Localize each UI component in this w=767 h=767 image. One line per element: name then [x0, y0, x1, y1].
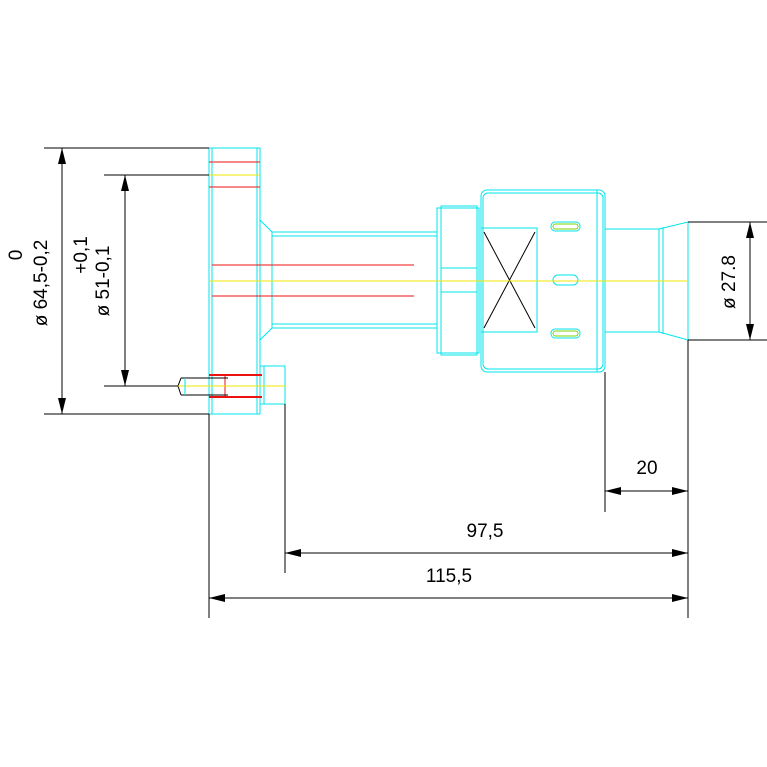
bolt-hole [176, 374, 286, 398]
dim-64-upper-tol: 0 [6, 250, 27, 261]
stem [212, 231, 438, 329]
dimension-dia-27 [688, 221, 767, 341]
dim-51-label: ø 51-0,1 [93, 246, 114, 317]
dimension-dia-64 [44, 147, 209, 415]
dimension-dia-51 [104, 174, 209, 387]
dim-27-label: ø 27.8 [719, 255, 740, 309]
dimension-len-97 [285, 549, 688, 557]
dim-20-label: 20 [636, 458, 657, 479]
dim-51-upper-tol: +0,1 [71, 236, 92, 274]
flange [208, 147, 286, 415]
dim-64-label: ø 64,5-0,2 [31, 240, 52, 327]
dim-97-label: 97,5 [467, 521, 504, 542]
dimension-len-20 [605, 487, 688, 495]
dim-115-label: 115,5 [426, 566, 472, 587]
dimension-len-115 [209, 594, 688, 602]
